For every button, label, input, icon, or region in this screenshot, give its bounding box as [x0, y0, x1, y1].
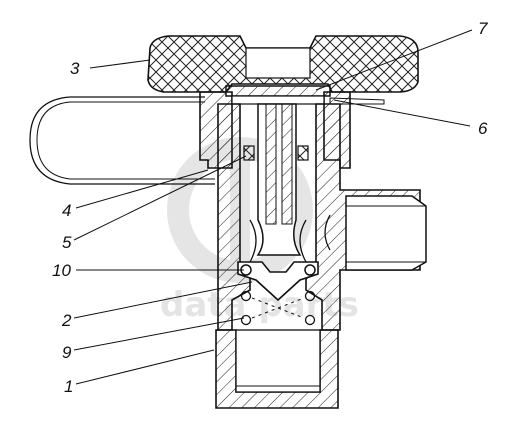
callout-6: 6 — [478, 119, 488, 138]
spindle — [256, 103, 302, 256]
handwheel-hub-gap — [245, 47, 311, 79]
callout-3: 3 — [70, 59, 80, 78]
wire-clip — [29, 96, 215, 185]
callout-2: 2 — [61, 311, 72, 330]
o-ring-right — [297, 145, 309, 161]
stem-cap — [231, 95, 325, 105]
valve-seat — [237, 261, 319, 302]
callout-10: 10 — [52, 261, 71, 280]
top-plate — [225, 85, 331, 97]
callout-4: 4 — [62, 201, 71, 220]
callout-1: 1 — [64, 377, 73, 396]
seat-ring-right — [304, 264, 316, 276]
leader-lines — [73, 29, 473, 385]
callout-5: 9 — [62, 343, 72, 362]
callout-7: 7 — [478, 19, 488, 38]
spring — [240, 290, 316, 326]
side-outlet — [345, 195, 427, 271]
callout-9: 5 — [62, 233, 72, 252]
o-ring-left — [243, 145, 255, 161]
